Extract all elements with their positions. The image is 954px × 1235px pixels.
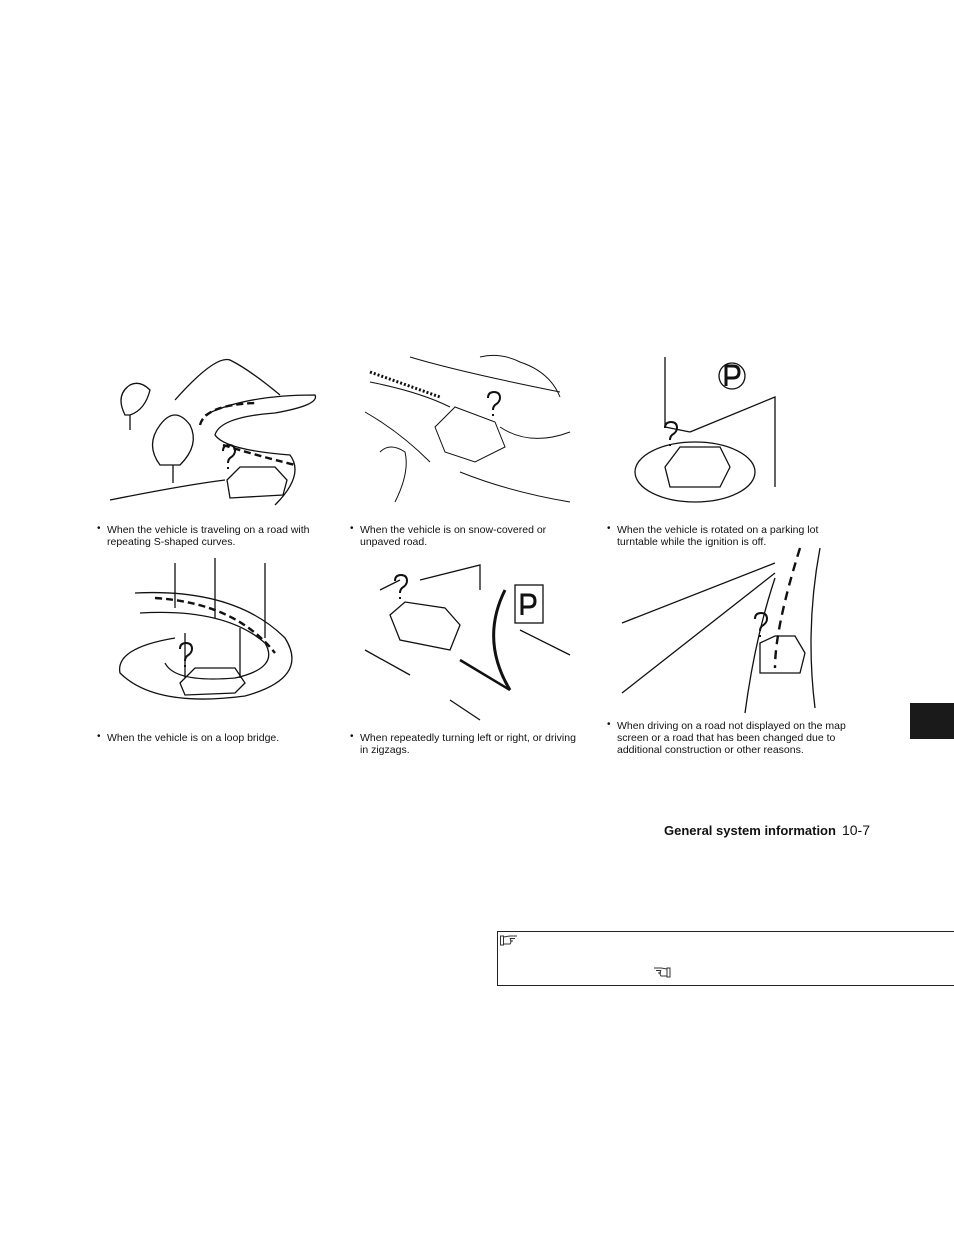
question-mark-icon xyxy=(179,642,193,668)
parking-sign-icon xyxy=(520,593,537,617)
section-title: General system information xyxy=(664,823,836,838)
page-number: 10-7 xyxy=(841,822,870,838)
page-footer: General system information 10-7 xyxy=(664,822,870,838)
illustration-zigzag xyxy=(364,564,571,721)
note-box xyxy=(497,931,954,986)
question-mark-icon xyxy=(394,574,408,600)
illustration-s-curves xyxy=(109,358,317,506)
question-mark-icon xyxy=(664,421,678,447)
section-tab xyxy=(910,703,954,739)
caption-unmapped-road: •When driving on a road not displayed on… xyxy=(607,719,846,756)
pointing-hand-right-icon xyxy=(500,935,517,946)
parking-sign-icon xyxy=(724,364,741,388)
caption-s-curves: •When the vehicle is traveling on a road… xyxy=(97,523,310,548)
illustration-snow-road xyxy=(364,354,571,503)
illustration-loop-bridge xyxy=(119,558,293,700)
illustration-turntable xyxy=(634,357,776,503)
caption-zigzag: •When repeatedly turning left or right, … xyxy=(350,731,576,756)
illustration-unmapped-road xyxy=(621,547,821,714)
caption-snow-road: •When the vehicle is on snow-covered or … xyxy=(350,523,547,548)
caption-loop-bridge: •When the vehicle is on a loop bridge. xyxy=(97,731,280,744)
caption-turntable: •When the vehicle is rotated on a parkin… xyxy=(607,523,819,548)
pointing-hand-left-icon xyxy=(654,967,671,978)
question-mark-icon xyxy=(487,391,501,417)
